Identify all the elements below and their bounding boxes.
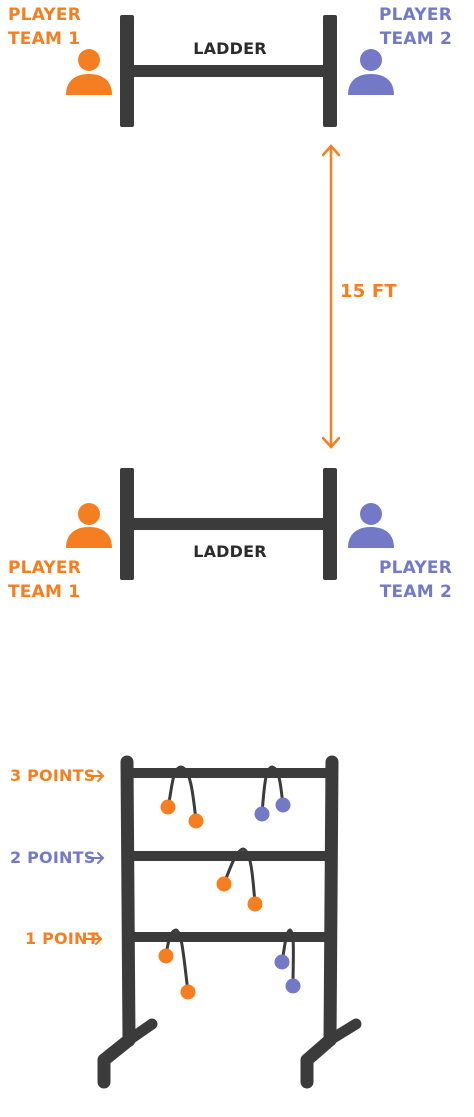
bottom-ladder bbox=[120, 468, 337, 580]
top-team1-label-line2: TEAM 1 bbox=[8, 29, 81, 49]
bottom-team1-person-icon bbox=[66, 503, 112, 548]
top-team1-person-icon bbox=[66, 49, 112, 95]
bottom-team2-person-icon bbox=[348, 503, 394, 548]
right-arrow-icon bbox=[87, 852, 105, 864]
bottom-ladder-label: LADDER bbox=[193, 542, 267, 561]
top-team2-label-line1: PLAYER bbox=[378, 5, 452, 25]
right-arrow-icon bbox=[87, 770, 105, 782]
distance-double-arrow-icon bbox=[321, 144, 341, 449]
top-team1-label-line1: PLAYER bbox=[8, 5, 82, 25]
rung-2-points-label: 2 POINTS bbox=[10, 848, 96, 867]
bottom-team2-label: PLAYER TEAM 2 bbox=[379, 556, 452, 604]
top-team2-label: PLAYER TEAM 2 bbox=[379, 3, 452, 51]
bolas-middle-rung bbox=[216, 847, 263, 912]
bottom-team1-label-line1: PLAYER bbox=[8, 558, 82, 578]
bottom-team2-label-line1: PLAYER bbox=[378, 558, 452, 578]
top-ladder-label: LADDER bbox=[193, 39, 267, 58]
bottom-team1-label-line2: TEAM 1 bbox=[8, 582, 81, 602]
bolas-bottom-rung bbox=[158, 928, 301, 1000]
rung-1-point-label: 1 POINT bbox=[25, 929, 99, 948]
rung-3-points-label: 3 POINTS bbox=[10, 766, 96, 785]
right-arrow-icon bbox=[85, 933, 103, 945]
top-team1-label: PLAYER TEAM 1 bbox=[8, 3, 81, 51]
bolas-top-rung bbox=[160, 765, 291, 829]
bottom-team1-label: PLAYER TEAM 1 bbox=[8, 556, 81, 604]
distance-label: 15 FT bbox=[340, 281, 397, 302]
bottom-team2-label-line2: TEAM 2 bbox=[379, 582, 452, 602]
scoring-ladder-frame bbox=[97, 755, 362, 1089]
top-ladder bbox=[120, 15, 337, 127]
top-team2-person-icon bbox=[348, 49, 394, 95]
top-team2-label-line2: TEAM 2 bbox=[379, 29, 452, 49]
